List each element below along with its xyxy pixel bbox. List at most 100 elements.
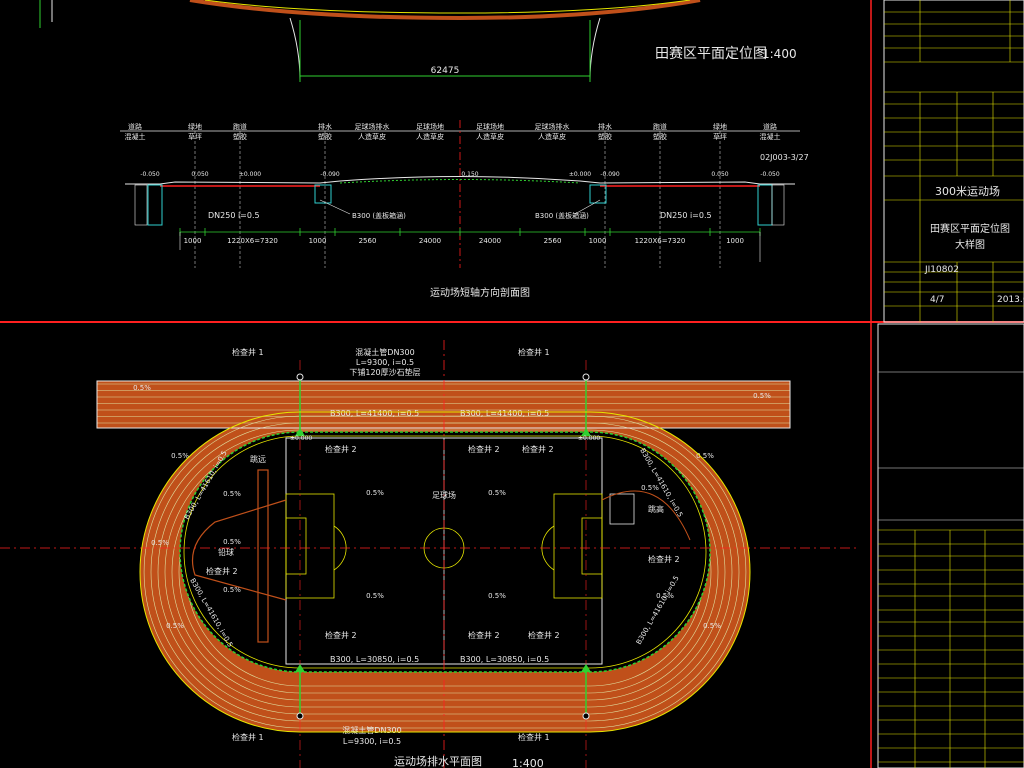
drain-channel <box>147 184 163 226</box>
title-project-name: 300米运动场 <box>935 184 1000 198</box>
label-manhole-2: 检查井 2 <box>206 566 238 576</box>
section-header-label: 足球场排水 <box>355 122 390 131</box>
label-pipe-top: 混凝土管DN300 <box>355 347 414 357</box>
outfall-marker <box>295 664 305 672</box>
label-slope: 0.5% <box>366 592 384 600</box>
label-football-field: 足球场 <box>432 490 456 500</box>
title-date: 2013.08 <box>997 295 1024 305</box>
section-elevation: ±0.000 <box>239 171 261 178</box>
label-slope: 0.5% <box>488 592 506 600</box>
manhole-1 <box>296 373 304 381</box>
section-elevation: -0.050 <box>760 171 780 178</box>
label-slope: 0.5% <box>753 392 771 400</box>
label-high-jump: 跳高 <box>648 504 664 514</box>
section-dimension: 24000 <box>479 237 501 245</box>
label-pipe-top: L=9300, i=0.5 <box>356 358 414 367</box>
high-jump-mat <box>609 493 635 525</box>
line-work <box>125 176 795 185</box>
section-layer-label: 混凝土 <box>760 132 781 141</box>
label-slope: 0.5% <box>223 538 241 546</box>
label-pipe-bottom: 混凝土管DN300 <box>342 725 401 735</box>
label-manhole-2: 检查井 2 <box>648 554 680 564</box>
section-dimension: 2560 <box>359 237 377 245</box>
label-slope: 0.5% <box>133 384 151 392</box>
title-drawing-subtitle: 大样图 <box>955 238 985 251</box>
label-pipe-top: 下铺120厚沙石垫层 <box>349 367 420 377</box>
line-work <box>339 179 581 184</box>
title-drawing-name: 田赛区平面定位图 <box>930 222 1010 235</box>
drainage-plan-view: 检查井 1 检查井 1 检查井 1 检查井 1 检查井 2 检查井 2 检查井 2 检查井 2… <box>0 340 860 768</box>
track-outline <box>139 411 751 733</box>
curb <box>771 184 785 226</box>
section-standard-ref: 02J003-3/27 <box>760 153 809 162</box>
cross-section-view: 道路混凝土绿地草坪跑道塑胶排水塑胶足球场排水人造草皮足球场地人造草皮足球场地人造… <box>120 120 809 299</box>
drain-channel <box>589 184 607 204</box>
title-drawing-number: JI10802 <box>924 265 959 275</box>
title-sheet-number: 4/7 <box>930 295 944 305</box>
label-slope: 0.5% <box>166 622 184 630</box>
label-slope: 0.5% <box>696 452 714 460</box>
section-elevation: -0.090 <box>320 171 340 178</box>
section-header-label: 排水 <box>598 122 612 131</box>
section-header-label: 绿地 <box>713 122 727 131</box>
label-manhole-1: 检查井 1 <box>518 347 550 357</box>
label-b300-bottom: B300, L=30850, i=0.5 <box>460 655 549 664</box>
section-header-label: 跑道 <box>653 122 667 131</box>
label-b300-top: B300, L=41400, i=0.5 <box>460 409 549 418</box>
line-work <box>96 380 791 429</box>
site-plan-title: 田赛区平面定位图 <box>655 46 767 62</box>
outfall-marker <box>581 664 591 672</box>
label-shot-put: 铅球 <box>218 547 234 557</box>
label-manhole-2: 检查井 2 <box>522 444 554 454</box>
label-slope: 0.5% <box>223 586 241 594</box>
infield-drain <box>179 431 711 673</box>
section-header-label: 足球场排水 <box>535 122 570 131</box>
label-manhole-1: 检查井 1 <box>232 347 264 357</box>
label-slope: 0.5% <box>151 539 169 547</box>
section-inlet-right: B300 (盖板箱涵) <box>535 211 589 220</box>
section-layer-label: 人造草皮 <box>358 132 386 141</box>
section-dimension: 2560 <box>544 237 562 245</box>
label-manhole-2: 检查井 2 <box>468 444 500 454</box>
outfall-marker <box>581 428 591 436</box>
high-jump-fan <box>601 490 691 541</box>
label-slope: 0.5% <box>641 484 659 492</box>
section-header-label: 道路 <box>763 122 777 131</box>
section-elevation: -0.050 <box>140 171 160 178</box>
section-elevation: 0.050 <box>711 171 728 178</box>
shot-put-area <box>191 499 287 601</box>
track-lane <box>164 436 726 708</box>
line-work <box>877 323 1024 768</box>
section-elevation: 0.150 <box>461 171 478 178</box>
drain-channel <box>314 184 332 204</box>
infield-edge <box>183 435 707 669</box>
goal-area-left <box>285 517 307 575</box>
section-pipe-right: DN250 i=0.5 <box>660 211 712 220</box>
curb <box>134 184 148 226</box>
site-plan-dimension: 62475 <box>431 66 460 76</box>
section-pipe-left: DN250 i=0.5 <box>208 211 260 220</box>
manhole-1 <box>582 373 590 381</box>
line-work <box>319 199 351 215</box>
label-manhole-1: 检查井 1 <box>518 732 550 742</box>
label-slope: 0.5% <box>366 489 384 497</box>
section-title: 运动场短轴方向剖面图 <box>430 286 530 299</box>
section-elevation: 0.050 <box>191 171 208 178</box>
section-elevation: -0.090 <box>600 171 620 178</box>
section-dimension: 1220X6=7320 <box>227 237 278 245</box>
label-manhole-2: 检查井 2 <box>325 630 357 640</box>
label-slope: 0.5% <box>488 489 506 497</box>
plan-title: 运动场排水平面图 <box>394 754 482 768</box>
label-b300-top: B300, L=41400, i=0.5 <box>330 409 419 418</box>
label-slope: 0.5% <box>703 622 721 630</box>
section-header-label: 排水 <box>318 122 332 131</box>
manhole-1 <box>582 712 590 720</box>
label-manhole-1: 检查井 1 <box>232 732 264 742</box>
label-pipe-bottom: L=9300, i=0.5 <box>343 737 401 746</box>
section-dimension: 1000 <box>589 237 607 245</box>
line-work <box>574 199 601 215</box>
section-layer-label: 混凝土 <box>125 132 146 141</box>
plan-scale: 1:400 <box>512 757 544 768</box>
section-dimension: 1000 <box>184 237 202 245</box>
